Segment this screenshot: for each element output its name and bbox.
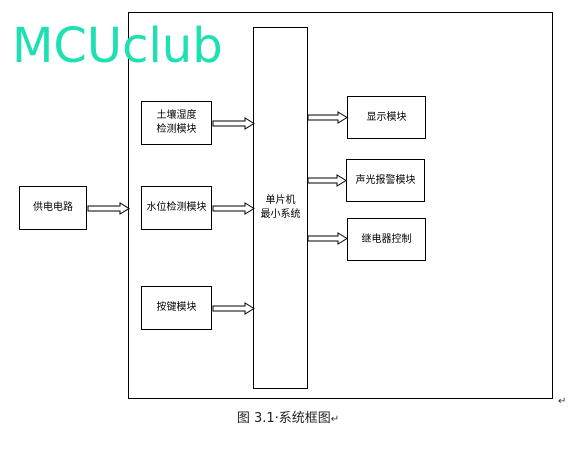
alarm-label: 声光报警模块: [355, 174, 416, 186]
power-supply-label: 供电电路: [33, 202, 73, 213]
keys-label: 按键模块: [156, 302, 197, 313]
alarm-module: 声光报警模块: [346, 159, 425, 202]
figure-caption: 图 3.1·系统框图↵: [0, 407, 576, 426]
soil-humidity-label-line1: 土壤湿度: [156, 110, 197, 121]
display-label: 显示模块: [366, 111, 407, 123]
return-mark: ↵: [558, 396, 567, 407]
relay-label: 继电器控制: [361, 233, 412, 245]
caption-return-mark: ↵: [330, 414, 340, 425]
keys-module: 按键模块: [141, 286, 212, 330]
arrow-mcu-to-display: [307, 111, 348, 124]
arrow-mcu-to-alarm: [307, 174, 347, 187]
watermark-logo: MCUclub: [12, 18, 223, 74]
water-level-module: 水位检测模块: [141, 186, 212, 230]
arrow-keys-to-mcu: [212, 302, 255, 315]
power-supply-module: 供电电路: [19, 186, 87, 230]
arrow-power-to-inputs: [87, 202, 130, 215]
system-frame: [128, 12, 553, 399]
arrow-soil-to-mcu: [212, 117, 255, 130]
soil-humidity-label-line2: 检测模块: [156, 124, 197, 135]
water-level-label: 水位检测模块: [146, 202, 207, 213]
mcu-module: 单片机 最小系统: [253, 27, 308, 389]
relay-module: 继电器控制: [347, 218, 426, 261]
display-module: 显示模块: [347, 96, 426, 139]
arrow-mcu-to-relay: [307, 232, 348, 245]
mcu-label-line2: 最小系统: [260, 209, 301, 220]
mcu-label-line1: 单片机: [265, 195, 296, 206]
soil-humidity-module: 土壤湿度 检测模块: [141, 101, 212, 145]
figure-caption-text: 图 3.1·系统框图: [236, 411, 331, 426]
arrow-water-to-mcu: [212, 202, 255, 215]
